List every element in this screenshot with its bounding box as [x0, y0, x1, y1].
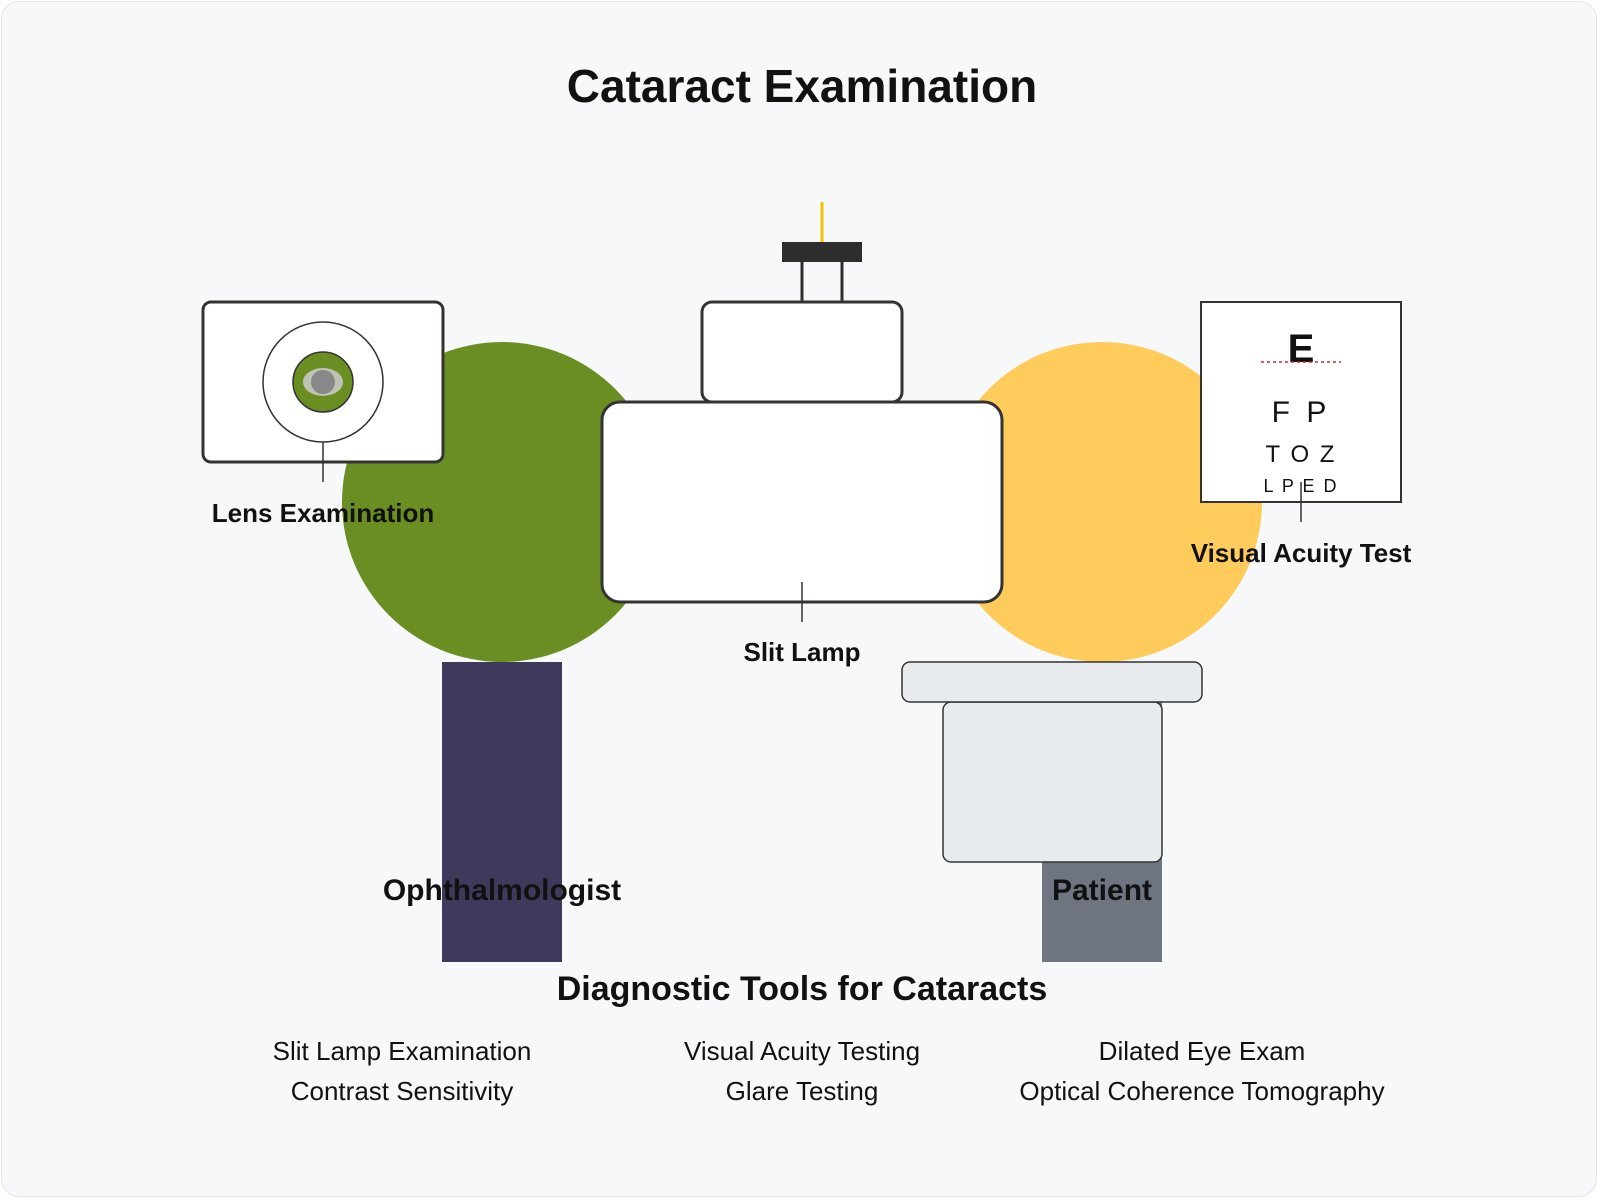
lens-examination-label: Lens Examination: [212, 498, 435, 528]
tool-item: Contrast Sensitivity: [291, 1076, 514, 1106]
tool-item: Dilated Eye Exam: [1099, 1036, 1306, 1066]
chair-headrest: [901, 661, 1203, 703]
visual-acuity-label: Visual Acuity Test: [1191, 538, 1412, 568]
eye-chart-row-1: E: [1288, 327, 1315, 371]
slit-lamp-head: [700, 300, 904, 404]
patient-head: [942, 342, 1262, 662]
chair-seat: [942, 701, 1163, 863]
slit-lamp-top-bar: [782, 242, 862, 262]
ophthalmologist-body: [442, 662, 562, 962]
lens-examination-panel: [201, 300, 445, 482]
slit-lamp: [600, 202, 1004, 622]
eye-chart: E F P T O Z L P E D: [1200, 301, 1402, 522]
tool-item: Optical Coherence Tomography: [1019, 1076, 1384, 1106]
ophthalmologist-label: Ophthalmologist: [383, 874, 621, 907]
page-title: Cataract Examination: [567, 60, 1037, 112]
tools-heading: Diagnostic Tools for Cataracts: [557, 970, 1048, 1008]
exam-chair: [901, 661, 1203, 863]
eye-chart-row-2: F P: [1272, 396, 1331, 429]
tool-item: Slit Lamp Examination: [273, 1036, 532, 1066]
pupil: [311, 370, 335, 394]
tool-item: Glare Testing: [726, 1076, 879, 1106]
eye-chart-row-3: T O Z: [1266, 441, 1337, 468]
slit-lamp-label: Slit Lamp: [743, 637, 860, 667]
slit-lamp-base: [600, 400, 1004, 604]
tool-item: Visual Acuity Testing: [684, 1036, 920, 1066]
eye-chart-row-4: L P E D: [1263, 476, 1338, 496]
patient-label: Patient: [1052, 874, 1152, 907]
